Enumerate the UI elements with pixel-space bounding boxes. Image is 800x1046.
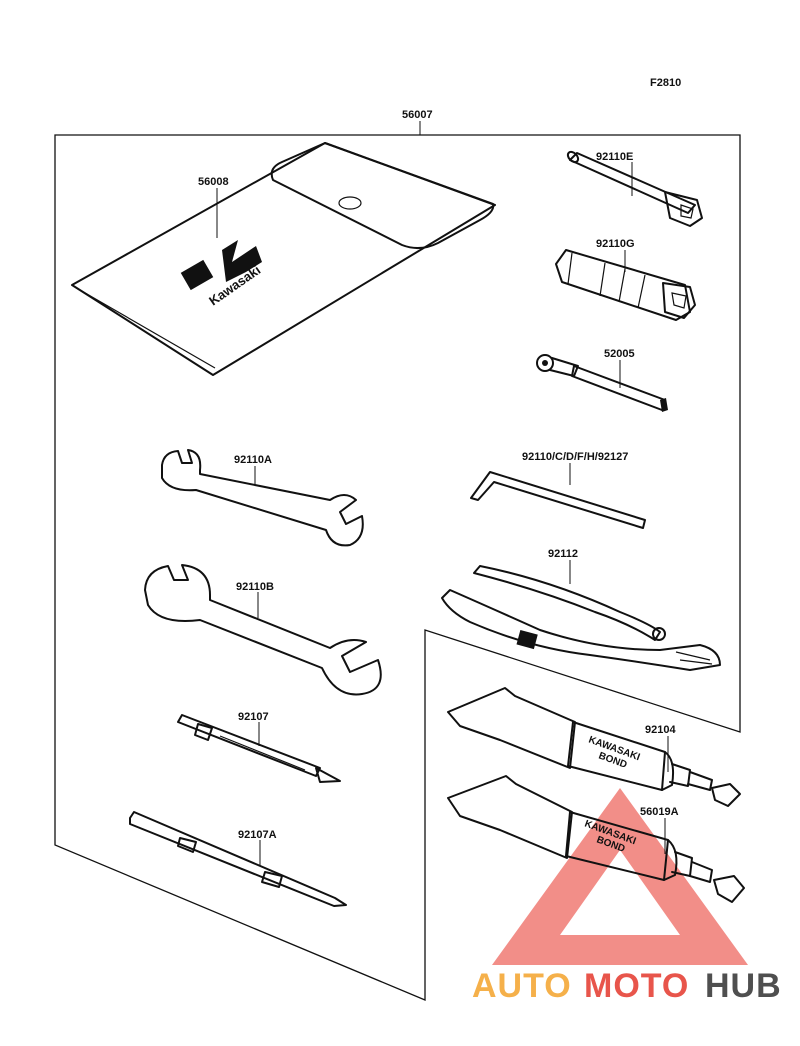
plug-wrench-small xyxy=(566,150,703,227)
screwdriver-label: 92107 xyxy=(238,711,269,723)
bag-part-label: 56008 xyxy=(198,176,229,188)
screwdriver-handle xyxy=(129,811,347,907)
watermark-part1: AUTO xyxy=(472,967,572,1005)
tool-bag: Kawasaki xyxy=(71,142,496,376)
plug-wrench-small-label: 92110E xyxy=(596,151,633,163)
bond-lower-label: 56019A xyxy=(640,806,679,818)
plug-wrench-large xyxy=(555,249,696,321)
wrench-large-label: 92110B xyxy=(236,581,274,593)
screwdriver xyxy=(177,714,341,783)
watermark-part3: HUB xyxy=(705,967,782,1005)
bond-upper-label: 92104 xyxy=(645,724,676,736)
hex-keys-label: 92110/C/D/F/H/92127 xyxy=(522,451,628,463)
kit-part-label: 56007 xyxy=(402,109,433,121)
kawasaki-logo: Kawasaki xyxy=(180,240,263,308)
diagram-ref-label: F2810 xyxy=(650,77,681,89)
kit-frame xyxy=(54,121,741,1001)
wrench-small xyxy=(161,449,364,547)
screwdriver-handle-label: 92107A xyxy=(238,829,277,841)
watermark: AUTO MOTO HUB xyxy=(472,788,782,1005)
bond-tube-upper: KAWASAKI BOND xyxy=(447,687,741,807)
plug-wrench-large-label: 92110G xyxy=(596,238,635,250)
hex-key xyxy=(470,471,646,529)
watermark-part2: MOTO xyxy=(584,967,689,1005)
wrench-small-label: 92110A xyxy=(234,454,272,466)
pliers xyxy=(441,565,721,671)
pliers-label: 92112 xyxy=(548,548,578,560)
handle-label: 52005 xyxy=(604,348,635,360)
wrench-large xyxy=(144,564,382,696)
extension-handle xyxy=(536,354,668,412)
